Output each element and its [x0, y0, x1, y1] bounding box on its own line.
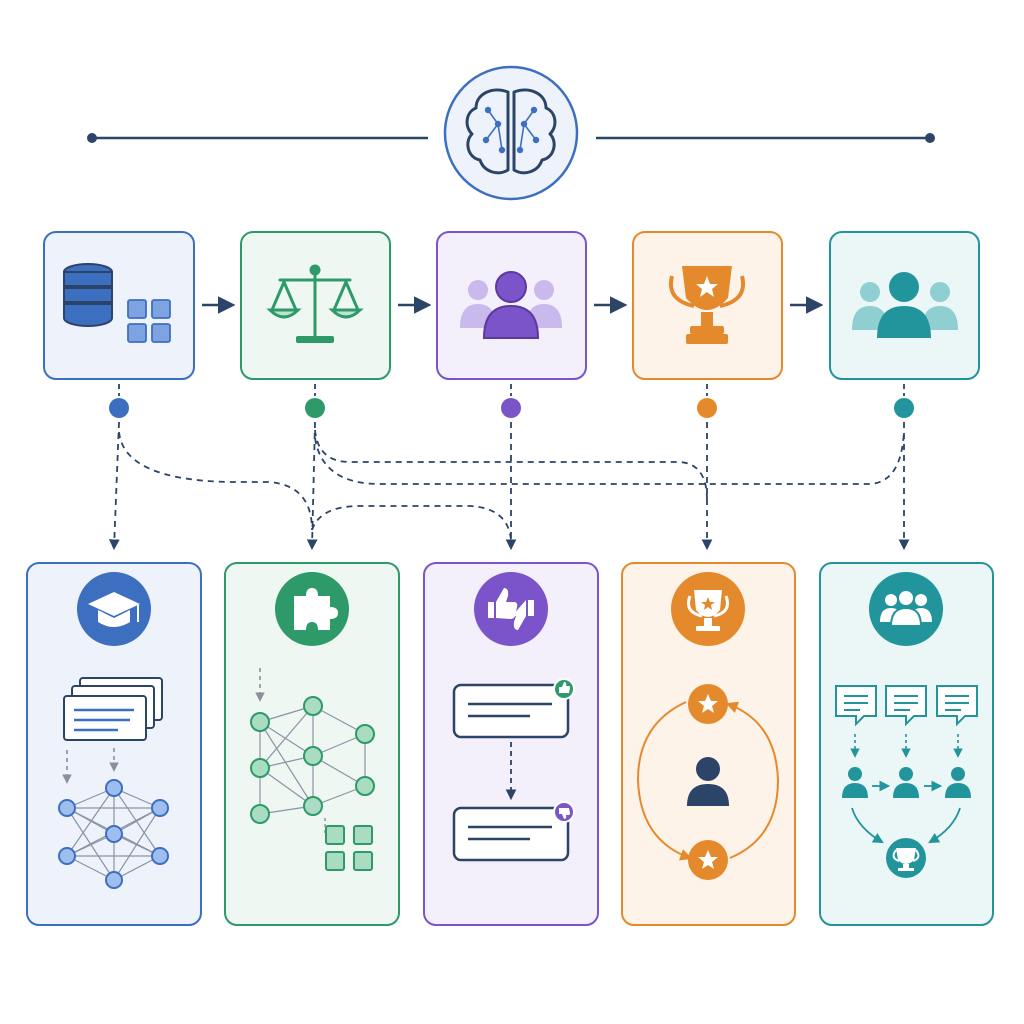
stage-card-people[interactable] — [436, 231, 587, 380]
star-badge-icon — [688, 840, 728, 880]
connector-dot-orange — [697, 398, 717, 418]
trophy-badge-icon — [886, 838, 926, 878]
user-icon — [687, 757, 729, 806]
graduation-cap-icon — [77, 572, 151, 646]
brain-hub — [443, 65, 579, 201]
stage-card-balance[interactable] — [240, 231, 391, 380]
team-icon — [869, 572, 943, 646]
connector-dots — [118, 384, 905, 396]
document-stack-icon — [63, 677, 163, 741]
panel-learning[interactable] — [26, 562, 202, 926]
grid-icon — [127, 299, 171, 343]
brain-icon — [465, 88, 557, 175]
message-card-top — [452, 678, 575, 739]
message-card-bottom — [452, 801, 575, 862]
panel-reasoning[interactable] — [224, 562, 400, 926]
neural-network-icon — [58, 779, 169, 889]
chat-bubble-icon — [885, 685, 927, 727]
user-icon — [842, 767, 868, 798]
panel-reward-loop[interactable] — [621, 562, 796, 926]
stage-card-team-frame — [829, 231, 980, 380]
puzzle-icon — [275, 572, 349, 646]
user-icon — [893, 767, 919, 798]
connector-dot-purple — [501, 398, 521, 418]
thumbs-up-down-icon — [474, 572, 548, 646]
panel-reward-loop-frame — [621, 562, 796, 926]
connector-dot-green — [305, 398, 325, 418]
brain-hub-circle — [443, 65, 579, 201]
stage-card-reward[interactable] — [632, 231, 783, 380]
grid-icon — [325, 825, 373, 871]
header — [87, 65, 935, 201]
trophy-icon — [669, 266, 745, 344]
stage-card-team[interactable] — [829, 231, 980, 380]
panel-collaboration-frame — [819, 562, 994, 926]
chat-bubble-icon — [835, 685, 877, 727]
user-icon — [945, 767, 971, 798]
agent-row — [842, 767, 971, 798]
graph-network-icon — [250, 696, 375, 824]
header-line-left-dot — [87, 133, 97, 143]
reward-cycle — [636, 701, 780, 861]
star-badge-icon — [688, 684, 728, 724]
stage-row — [43, 231, 980, 380]
panel-feedback[interactable] — [423, 562, 599, 926]
chat-bubble-icon — [936, 685, 978, 727]
header-line-right-dot — [925, 133, 935, 143]
dashed-connections — [108, 421, 910, 551]
user-group-icon — [460, 271, 562, 339]
connector-dot-blue — [109, 398, 129, 418]
scales-icon — [266, 264, 364, 343]
team-icon — [852, 272, 958, 338]
panel-learning-frame — [26, 562, 202, 926]
stage-card-data[interactable] — [43, 231, 195, 380]
connector-dot-set — [109, 398, 914, 418]
trophy-icon — [671, 572, 745, 646]
database-icon — [63, 263, 113, 327]
chat-bubble-row — [835, 685, 978, 727]
panel-collaboration[interactable] — [819, 562, 994, 926]
connector-dot-teal — [894, 398, 914, 418]
